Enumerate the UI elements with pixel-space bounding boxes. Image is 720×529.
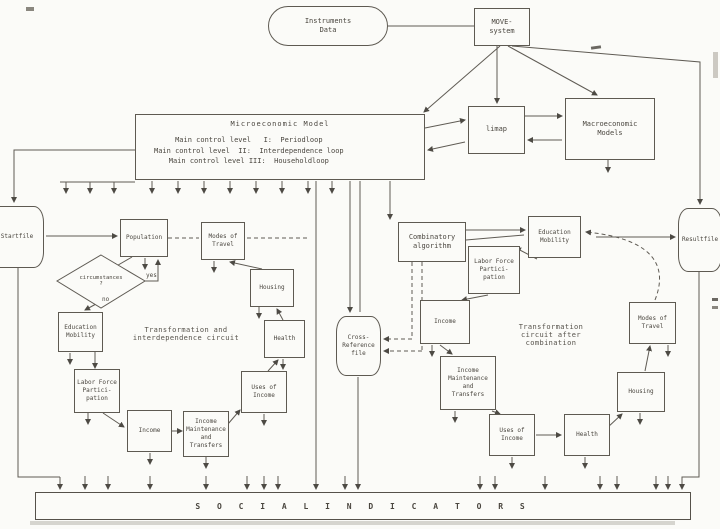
microeconomic-model-box: Microeconomic Model Main control level I…: [135, 114, 425, 180]
labor-force-right-node: Labor Force Partici- pation: [468, 246, 520, 294]
microeconomic-model-title: Microeconomic Model: [230, 120, 330, 128]
scan-artifact: [712, 298, 718, 301]
income-left-node: Income: [127, 410, 172, 452]
left-circuit-caption: Transformation and interdependence circu…: [132, 326, 240, 342]
main-control-levels: Main control level I: Periodloop Main co…: [154, 136, 344, 165]
yes-label: yes: [146, 272, 157, 279]
modes-of-travel-right-node: Modes of Travel: [629, 302, 676, 344]
uses-of-income-left-node: Uses of Income: [241, 371, 287, 413]
scan-artifact: [712, 306, 718, 309]
education-mobility-right-node: Education Mobility: [528, 216, 581, 258]
social-indicators-bar: S O C I A L I N D I C A T O R S: [35, 492, 691, 520]
cross-reference-file-drum: Cross- Reference file: [336, 316, 381, 376]
health-right-node: Health: [564, 414, 610, 456]
scan-artifact: [713, 52, 718, 78]
housing-right-node: Housing: [617, 372, 665, 412]
combinatory-algorithm-node: Combinatory algorithm: [398, 222, 466, 262]
limap-node: limap: [468, 106, 525, 154]
income-maintenance-right-node: Income Maintenance and Transfers: [440, 356, 496, 410]
startfile-drum: Startfile: [0, 206, 44, 268]
circumstances-decision-diamond: circumstances ?: [79, 275, 123, 287]
resultfile-drum: Resultfile: [678, 208, 720, 272]
income-maintenance-left-node: Income Maintenance and Transfers: [183, 411, 229, 457]
no-label: no: [102, 296, 110, 303]
uses-of-income-right-node: Uses of Income: [489, 414, 535, 456]
scan-artifact: [30, 521, 675, 525]
health-left-node: Health: [264, 320, 305, 358]
population-node: Population: [120, 219, 168, 257]
scan-artifact: [26, 7, 34, 11]
education-mobility-left-node: Education Mobility: [58, 312, 103, 352]
move-system-node: MOVE- system: [474, 8, 530, 46]
modes-of-travel-left-node: Modes of Travel: [201, 222, 245, 260]
income-right-node: Income: [420, 300, 470, 344]
housing-left-node: Housing: [250, 269, 294, 307]
right-circuit-caption: Transformation circuit after combination: [518, 323, 584, 347]
macroeconomic-models-node: Macroeconomic Models: [565, 98, 655, 160]
instruments-data-node: Instruments Data: [268, 6, 388, 46]
labor-force-left-node: Labor Force Partici- pation: [74, 369, 120, 413]
